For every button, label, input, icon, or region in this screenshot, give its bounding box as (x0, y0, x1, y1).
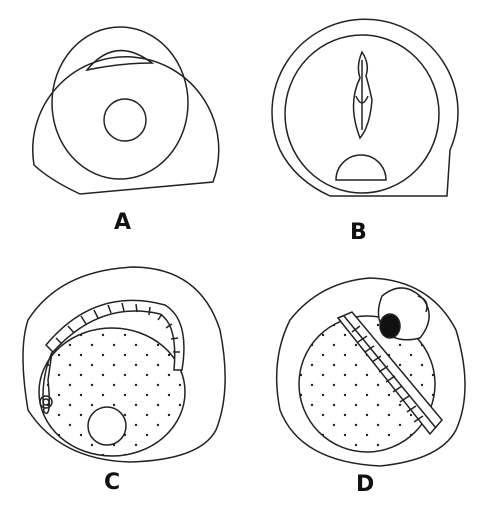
embryo-panel-b (272, 19, 458, 196)
embryo-panel-d (277, 278, 465, 466)
panel-label-d: D (356, 472, 374, 497)
eye-d (380, 314, 400, 338)
outer-membrane-a (33, 57, 219, 194)
outer-membrane-b (272, 19, 458, 196)
oil-droplet-a (104, 99, 146, 141)
panel-label-c: C (104, 470, 120, 495)
embryo-panel-a (33, 27, 219, 194)
panel-label-a: A (114, 210, 131, 235)
panel-label-b: B (350, 220, 367, 245)
oil-droplet-c (88, 407, 126, 445)
embryo-panel-c (23, 267, 225, 462)
blastodisc-a (87, 51, 152, 70)
oil-droplet-b (336, 155, 386, 180)
